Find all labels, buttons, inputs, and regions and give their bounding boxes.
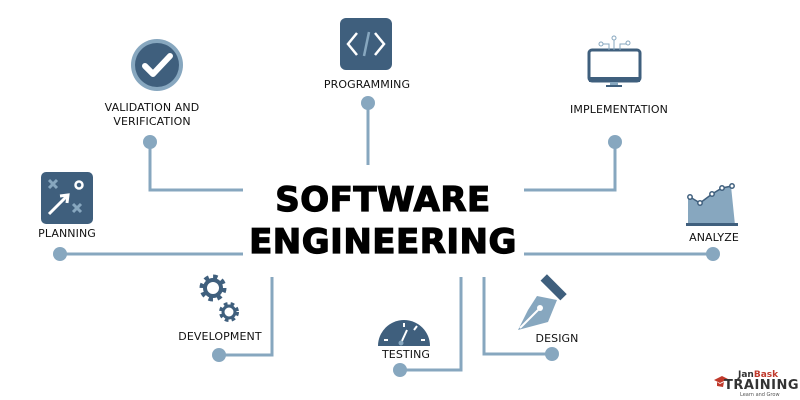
gauge-icon <box>378 320 430 346</box>
node-dot-planning <box>53 247 67 261</box>
code-icon <box>340 18 392 70</box>
node-dot-validation <box>143 135 157 149</box>
janbask-training-logo: JanBask TRAINING Learn and Grow <box>712 370 799 398</box>
connector-implementation <box>524 142 617 192</box>
gears-icon <box>199 274 239 322</box>
node-dot-implementation <box>608 135 622 149</box>
title-line-1: SOFTWARE <box>275 179 491 220</box>
node-dot-analyze <box>706 247 720 261</box>
node-dot-design <box>545 347 559 361</box>
label-testing: TESTING <box>381 348 431 361</box>
area-chart-icon <box>686 183 738 226</box>
label-development: DEVELOPMENT <box>178 330 262 343</box>
label-design: DESIGN <box>535 332 579 345</box>
label-validation-line-2: VERIFICATION <box>113 115 191 128</box>
graduation-cap-icon <box>714 376 728 387</box>
node-dot-development <box>212 348 226 362</box>
label-analyze: ANALYZE <box>689 231 739 244</box>
checkmark-icon <box>131 39 183 91</box>
node-dot-programming <box>361 96 375 110</box>
title-line-2: ENGINEERING <box>248 221 517 262</box>
monitor-icon <box>587 35 642 87</box>
label-planning: PLANNING <box>38 227 96 240</box>
connector-development <box>219 277 274 357</box>
connector-design <box>482 277 552 356</box>
connector-testing <box>400 277 463 372</box>
label-programming: PROGRAMMING <box>323 78 411 91</box>
label-validation-line-1: VALIDATION AND <box>104 101 200 114</box>
connector-validation <box>148 142 243 192</box>
pen-nib-icon <box>518 274 567 330</box>
label-implementation: IMPLEMENTATION <box>570 103 668 116</box>
node-dot-testing <box>393 363 407 377</box>
strategy-icon <box>41 172 93 224</box>
